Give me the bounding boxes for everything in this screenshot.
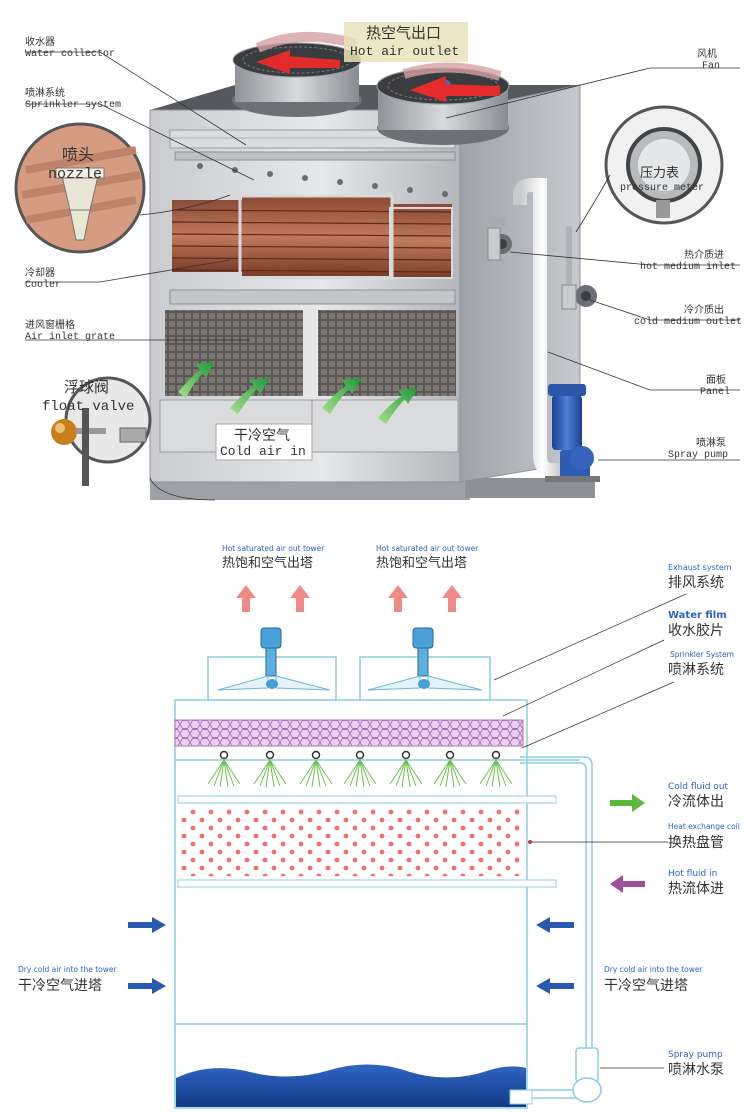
pressure-meter-cn: 压力表 bbox=[640, 166, 679, 181]
tower-body-outline bbox=[174, 699, 528, 1109]
heat-exchange-coil-cn: 换热盘管 bbox=[668, 834, 724, 851]
cold-air-in-cn: 干冷空气 bbox=[234, 428, 290, 444]
float-valve-chamber bbox=[51, 376, 152, 486]
cooler-coils bbox=[171, 194, 453, 280]
cold-medium-outlet-cn: 冷介质出 bbox=[684, 303, 724, 316]
cold-air-in-arrows bbox=[128, 917, 574, 994]
hot-saturated-right-en: Hot saturated air out tower bbox=[376, 544, 479, 553]
heat-exchange-coil-layer bbox=[180, 808, 524, 876]
air-inlet-grate-right bbox=[318, 310, 456, 396]
spray-pump-en: Spray pump bbox=[668, 1050, 723, 1060]
spray-pump-cn: 喷淋水泵 bbox=[668, 1062, 724, 1078]
fan-cn: 风机 bbox=[697, 47, 717, 60]
hot-air-rotation-arrows bbox=[255, 31, 502, 102]
spray-pump-cn: 喷淋泵 bbox=[696, 436, 726, 449]
hot-medium-inlet-cn: 热介质进 bbox=[684, 248, 724, 261]
pressure-meter-en: pressure meter bbox=[620, 183, 704, 194]
exhaust-system-cn: 排风系统 bbox=[668, 575, 724, 591]
sprinkler-system-en: Sprinkler System bbox=[670, 650, 734, 659]
sprinkler-nozzles-schematic bbox=[207, 750, 513, 788]
air-inlet-grate-cn: 进风窗栅格 bbox=[25, 318, 75, 331]
sprinkler-system-cn: 喷淋系统 bbox=[668, 662, 724, 678]
water-film-cn: 收水胶片 bbox=[668, 622, 724, 639]
cold-medium-outlet-en: cold medium outlet bbox=[634, 316, 742, 328]
hot-fluid-in-arrow bbox=[610, 875, 645, 893]
sprinkler-nozzles bbox=[197, 163, 448, 197]
spray-pump-en: Spray pump bbox=[668, 450, 728, 461]
bottom-labels: Hot saturated air out tower 热饱和空气出塔 Hot … bbox=[18, 544, 740, 1078]
hot-medium-inlet-en: hot medium inlet bbox=[640, 261, 736, 273]
hot-air-outlet-cn: 热空气出口 bbox=[366, 24, 441, 42]
hot-air-outlet-en: Hot air outlet bbox=[350, 44, 459, 59]
panel-en: Panel bbox=[700, 386, 730, 398]
spray-pump-schematic bbox=[509, 1047, 602, 1105]
fan-schematic-right bbox=[367, 627, 483, 691]
spray-pump-3d bbox=[545, 384, 600, 482]
hot-saturated-left-en: Hot saturated air out tower bbox=[222, 544, 325, 553]
cold-medium-valve bbox=[561, 226, 597, 310]
fan-schematic-left bbox=[217, 627, 331, 691]
fan-en: Fan bbox=[702, 61, 720, 72]
cold-fluid-out-cn: 冷流体出 bbox=[668, 794, 724, 810]
pressure-meter-detail bbox=[604, 105, 724, 225]
tower-base bbox=[150, 478, 470, 500]
nozzle-en: nozzle bbox=[48, 166, 102, 183]
dry-cold-left-cn: 干冷空气进塔 bbox=[18, 978, 102, 994]
panel-cn: 面板 bbox=[706, 373, 726, 386]
dry-cold-right-en: Dry cold air into the tower bbox=[604, 965, 703, 974]
air-inlet-grate-en: Air inlet grate bbox=[25, 331, 115, 343]
dry-cold-left-en: Dry cold air into the tower bbox=[18, 965, 117, 974]
water-film-en: Water film bbox=[668, 610, 727, 621]
hot-fluid-in-en: Hot fluid in bbox=[668, 869, 717, 879]
air-inlet-grate-left bbox=[165, 310, 303, 396]
tower-3d-illustration: 收水器 Water collector 喷淋系统 Sprinkler syste… bbox=[14, 22, 742, 501]
top-labels: 收水器 Water collector 喷淋系统 Sprinkler syste… bbox=[25, 24, 742, 461]
cooler-cn: 冷却器 bbox=[25, 266, 55, 279]
water-collector-en: Water collector bbox=[25, 48, 115, 60]
heat-exchange-coil-en: Heat exchange coil bbox=[668, 822, 740, 831]
water-film-layer bbox=[174, 719, 524, 747]
hot-air-outlet-box bbox=[344, 22, 468, 62]
exhaust-system-en: Exhaust system bbox=[668, 563, 732, 572]
hot-saturated-right-cn: 热饱和空气出塔 bbox=[376, 555, 467, 571]
cold-fluid-out-en: Cold fluid out bbox=[668, 782, 729, 792]
hot-fluid-in-cn: 热流体进 bbox=[668, 881, 724, 897]
sprinkler-system-en: Sprinkler system bbox=[25, 99, 121, 111]
nozzle-detail bbox=[14, 122, 146, 254]
dry-cold-right-cn: 干冷空气进塔 bbox=[604, 978, 688, 994]
float-valve-cn: 浮球阀 bbox=[64, 378, 109, 396]
fan-left bbox=[232, 42, 362, 117]
nozzle-cn: 喷头 bbox=[62, 145, 94, 164]
hot-saturated-left-cn: 热饱和空气出塔 bbox=[222, 555, 313, 571]
cold-air-in-en: Cold air in bbox=[220, 444, 306, 459]
sprinkler-header bbox=[174, 151, 456, 161]
cold-air-arrows bbox=[178, 362, 418, 424]
pipe-vertical bbox=[513, 178, 565, 477]
cold-fluid-out-arrow bbox=[610, 794, 645, 812]
sprinkler-system-cn: 喷淋系统 bbox=[25, 86, 65, 99]
cooler-en: Cooler bbox=[25, 279, 61, 291]
spray-pipe-loop bbox=[520, 756, 593, 1099]
float-valve-en: float valve bbox=[42, 399, 134, 415]
hot-air-out-arrows bbox=[236, 585, 462, 612]
hot-medium-valve bbox=[484, 218, 512, 261]
water-basin bbox=[176, 1064, 526, 1107]
tower-schematic: Hot saturated air out tower 热饱和空气出塔 Hot … bbox=[18, 544, 740, 1109]
water-collector-cn: 收水器 bbox=[25, 35, 55, 48]
